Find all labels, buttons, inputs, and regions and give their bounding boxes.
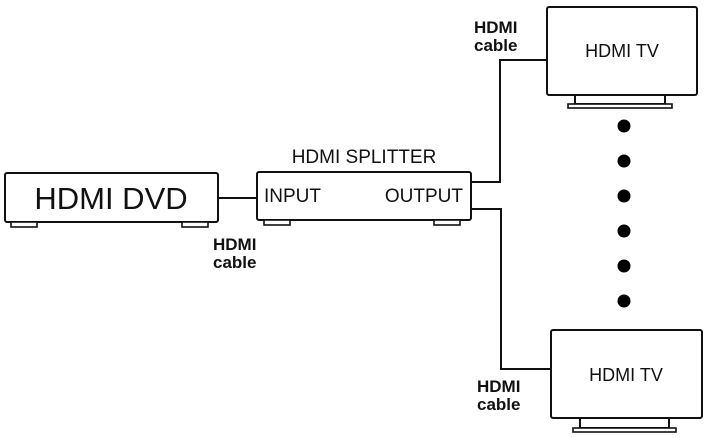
- tv-top-screen: [546, 6, 698, 96]
- cable-label-tv-bottom-line2: cable: [477, 395, 520, 414]
- cable-label-tv-bottom-line1: HDMI: [477, 377, 520, 396]
- splitter-foot-left: [263, 219, 291, 226]
- splitter-foot-right: [433, 219, 461, 226]
- tv-bottom-stand-base: [572, 427, 677, 433]
- continuation-dot: [617, 119, 631, 133]
- dvd-body: [4, 172, 219, 223]
- cable-splitter-to-tv-top: [471, 59, 547, 183]
- tv-top: HDMI TV: [546, 6, 698, 109]
- dvd-foot-right: [181, 221, 209, 228]
- cable-label-tv-bottom: HDMI cable: [477, 377, 520, 414]
- continuation-dot: [617, 189, 631, 203]
- tv-bottom-screen: [550, 329, 703, 419]
- splitter-output-label: OUTPUT: [385, 186, 464, 207]
- splitter-body: [256, 171, 472, 221]
- cable-label-dvd-line2: cable: [213, 253, 256, 272]
- tv-bottom: HDMI TV: [550, 329, 703, 433]
- tv-bottom-stand: [579, 418, 670, 429]
- continuation-dot: [617, 154, 631, 168]
- splitter-title: HDMI SPLITTER: [292, 147, 437, 168]
- cable-label-dvd-line1: HDMI: [213, 235, 256, 254]
- dvd-player: HDMI DVD: [4, 172, 219, 228]
- continuation-dot: [617, 224, 631, 238]
- hdmi-splitter: HDMI SPLITTER INPUT OUTPUT: [256, 147, 472, 226]
- dvd-foot-left: [10, 221, 38, 228]
- cable-label-dvd: HDMI cable: [213, 235, 256, 272]
- tv-top-stand-base: [567, 103, 673, 109]
- continuation-dot: [617, 294, 631, 308]
- tv-top-stand: [574, 95, 666, 105]
- tv-bottom-label: HDMI TV: [589, 365, 663, 385]
- continuation-dots: [617, 119, 631, 308]
- cable-label-tv-top-line1: HDMI: [474, 18, 517, 37]
- dvd-label: HDMI DVD: [34, 181, 187, 216]
- cable-splitter-to-tv-bottom: [471, 208, 551, 370]
- tv-top-label: HDMI TV: [585, 41, 659, 61]
- splitter-input-label: INPUT: [264, 186, 321, 207]
- cable-label-tv-top: HDMI cable: [474, 18, 517, 55]
- continuation-dot: [617, 259, 631, 273]
- cable-label-tv-top-line2: cable: [474, 36, 517, 55]
